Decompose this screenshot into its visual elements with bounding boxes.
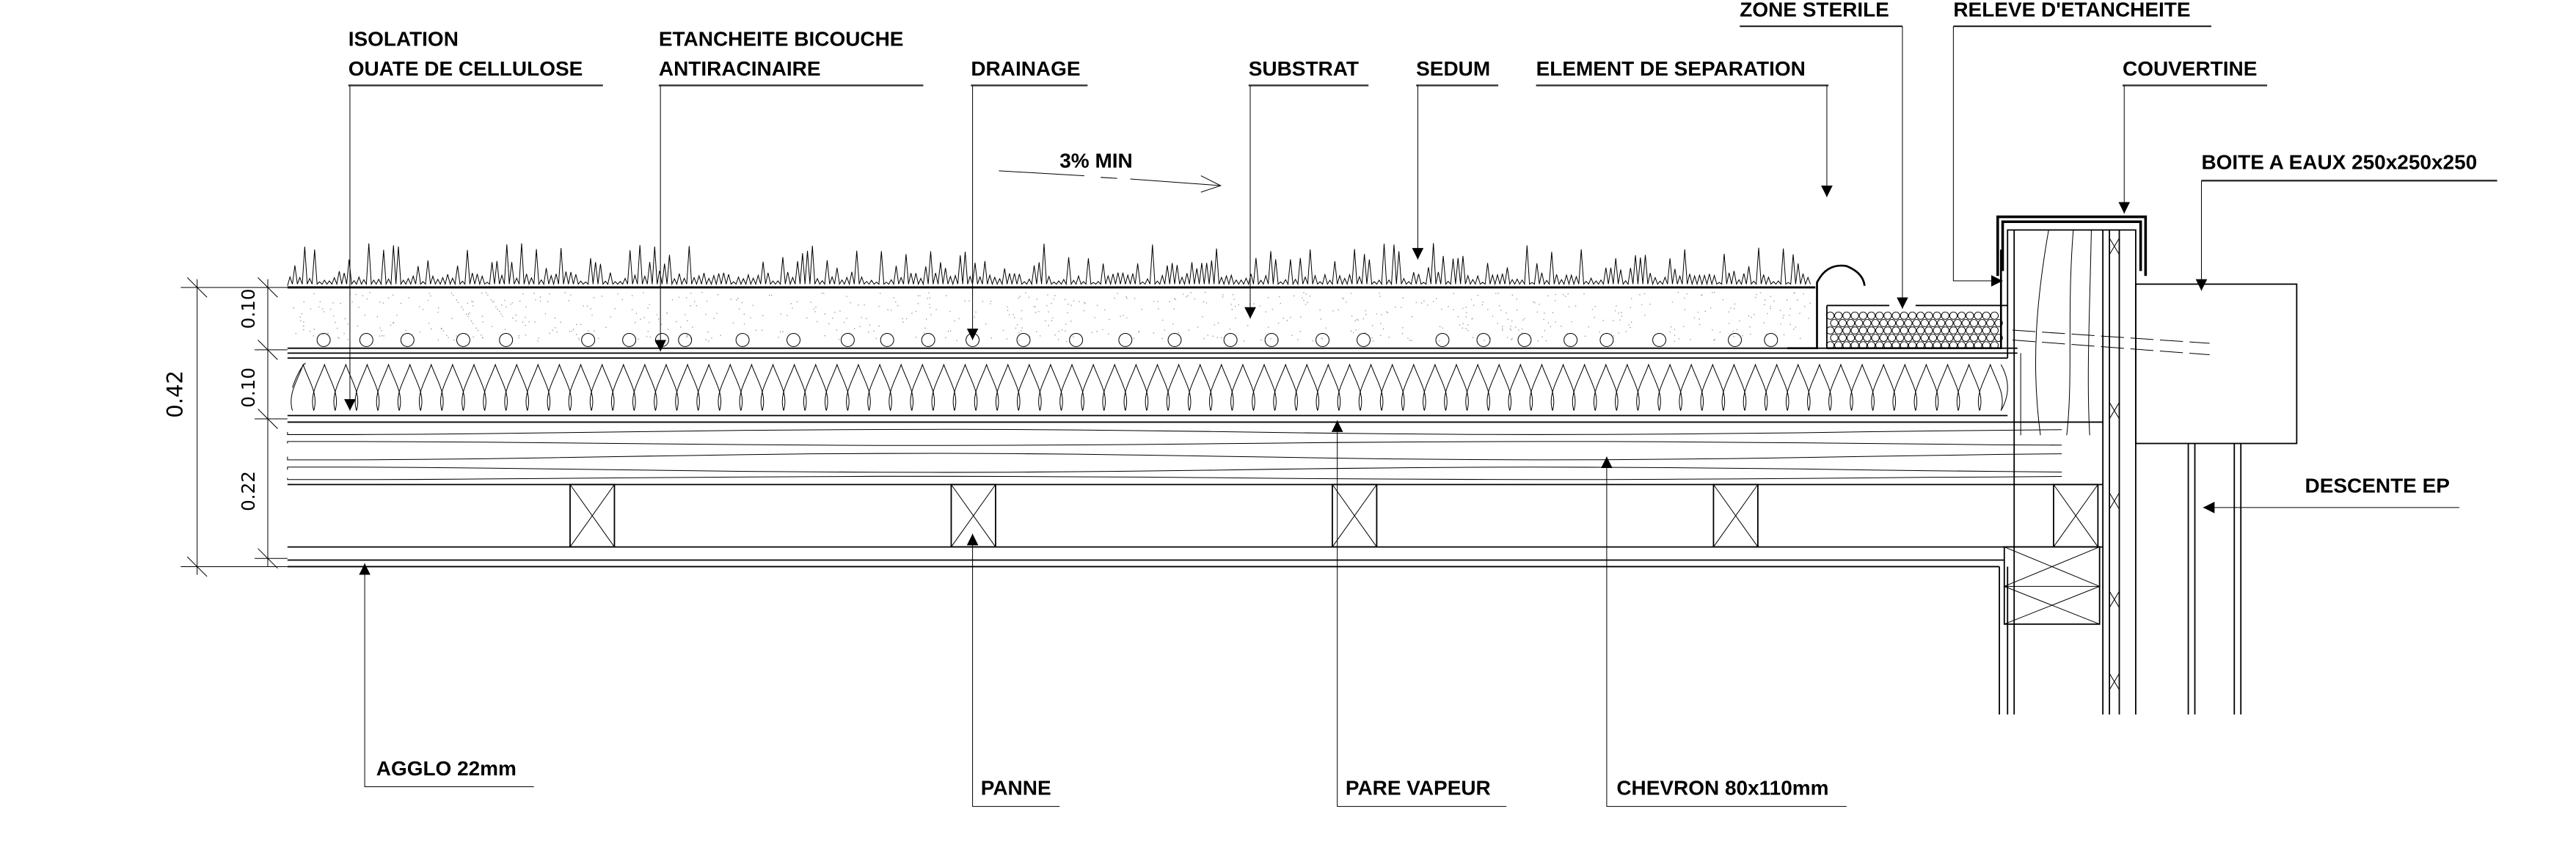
label-isolation: ISOLATION bbox=[349, 28, 459, 51]
coping bbox=[1996, 215, 2148, 277]
label-chipboard: AGGLO 22mm bbox=[376, 757, 517, 780]
drainage-pellet bbox=[1357, 333, 1371, 347]
label-root-resistant: ANTIRACINAIRE bbox=[659, 57, 821, 80]
label-sedum: SEDUM bbox=[1416, 57, 1490, 80]
drainage-pellet bbox=[499, 333, 514, 347]
drainage-pellet bbox=[1517, 333, 1532, 347]
label-isolation-material: OUATE DE CELLULOSE bbox=[349, 57, 583, 80]
callout-pare-vapeur: PARE VAPEUR bbox=[1331, 420, 1507, 807]
drainage-pellet bbox=[1435, 333, 1450, 347]
sterile-zone-gravel bbox=[1825, 304, 2008, 349]
drainage-pellet bbox=[678, 333, 693, 347]
label-vapour-barrier: PARE VAPEUR bbox=[1346, 777, 1491, 800]
callout-agglo: AGGLO 22mm bbox=[359, 563, 534, 787]
drainage-pellet bbox=[1223, 333, 1238, 347]
callout-zone-sterile: ZONE STERILE bbox=[1740, 0, 1908, 309]
parapet-wall bbox=[1999, 229, 2137, 714]
drainage-pellet bbox=[1316, 333, 1329, 347]
drainage-pellet bbox=[581, 333, 596, 347]
drainage-pellet bbox=[735, 333, 750, 347]
drainage-pellet bbox=[787, 333, 800, 347]
callout-sedum: SEDUM bbox=[1412, 57, 1499, 260]
grass-blades bbox=[287, 243, 1811, 286]
callout-releve: RELEVE D'ETANCHEITE bbox=[1952, 0, 2211, 287]
dimension-insulation: 0.10 bbox=[238, 368, 259, 408]
drainage-pellet bbox=[1599, 333, 1614, 347]
drainage-pellet bbox=[456, 333, 470, 347]
drainage-pellet bbox=[1764, 333, 1778, 347]
layer-lines bbox=[287, 286, 2104, 568]
dimension-total: 0.42 bbox=[163, 370, 188, 418]
wood-grain bbox=[287, 467, 2062, 473]
rainwater-box bbox=[2135, 283, 2298, 445]
gravel-pebbles bbox=[1825, 311, 2003, 349]
drainage-pellet bbox=[359, 333, 373, 347]
callout-drainage: DRAINAGE bbox=[966, 57, 1088, 340]
gravel-outline bbox=[1826, 304, 2008, 348]
dimension-structure: 0.22 bbox=[238, 471, 259, 511]
drainage-pellet bbox=[1652, 333, 1667, 347]
callout-etancheite: ETANCHEITE BICOUCHE ANTIRACINAIRE bbox=[654, 28, 924, 352]
label-waterproofing: ETANCHEITE BICOUCHE bbox=[659, 28, 904, 51]
label-upstand: RELEVE D'ETANCHEITE bbox=[1953, 0, 2190, 21]
label-substrate: SUBSTRAT bbox=[1249, 57, 1359, 80]
wood-grain bbox=[287, 441, 2062, 446]
callout-panne: PANNE bbox=[966, 533, 1060, 807]
label-sterile-zone: ZONE STERILE bbox=[1740, 0, 1889, 21]
drainage-pellet bbox=[622, 333, 637, 347]
insulation-layer bbox=[291, 362, 2008, 412]
callout-boite: BOITE A EAUX 250x250x250 bbox=[2195, 151, 2497, 291]
drainage-pellet bbox=[880, 333, 894, 347]
callout-separation: ELEMENT DE SEPARATION bbox=[1536, 57, 1833, 197]
drainage-pellet bbox=[654, 333, 669, 347]
drainage-pellet bbox=[1118, 333, 1133, 347]
purlin-cross bbox=[951, 484, 996, 547]
drainage-pellet bbox=[1167, 333, 1182, 347]
substrate-layer bbox=[293, 291, 1811, 343]
purlins bbox=[569, 483, 1759, 548]
cellulose-insulation-hatch bbox=[291, 362, 2003, 411]
slope-label: 3% MIN bbox=[1059, 149, 1132, 172]
label-separation: ELEMENT DE SEPARATION bbox=[1536, 57, 1806, 80]
callout-couvertine: COUVERTINE bbox=[2118, 57, 2268, 214]
drainage-pellet bbox=[840, 333, 855, 347]
separation-element bbox=[1787, 264, 1866, 350]
drainage-pellet bbox=[1264, 333, 1279, 347]
drainage-pellet bbox=[1016, 333, 1031, 347]
label-downpipe: DESCENTE EP bbox=[2305, 475, 2450, 497]
insulation-end bbox=[2000, 364, 2008, 412]
callout-descente: DESCENTE EP bbox=[2203, 475, 2460, 513]
wood-grain bbox=[287, 475, 2062, 480]
overflow-pipe bbox=[2012, 329, 2210, 356]
sedum-grass-layer bbox=[287, 243, 1811, 286]
purlin-cross bbox=[1332, 484, 1377, 547]
dimension-lines: 0.42 0.10 0.10 0.22 bbox=[163, 277, 288, 577]
drainage-pellet bbox=[1476, 333, 1491, 347]
wood-grain bbox=[287, 428, 2062, 435]
label-drainage: DRAINAGE bbox=[971, 57, 1080, 80]
substrate-speckles bbox=[293, 291, 1811, 343]
chevron-layer bbox=[287, 428, 2062, 480]
drainage-pellet bbox=[1564, 333, 1578, 347]
callout-substrat: SUBSTRAT bbox=[1244, 57, 1369, 319]
downpipe bbox=[2187, 443, 2242, 714]
drainage-pellet bbox=[1069, 333, 1084, 347]
purlin-cross bbox=[1713, 484, 1759, 547]
drainage-pellet bbox=[400, 333, 415, 347]
slope-indicator: 3% MIN bbox=[999, 149, 1222, 193]
drainage-pellet bbox=[316, 333, 331, 347]
label-rainwater-box: BOITE A EAUX 250x250x250 bbox=[2201, 151, 2477, 174]
drainage-pellet bbox=[921, 333, 935, 347]
wood-grain bbox=[287, 453, 2062, 461]
drainage-layer bbox=[316, 333, 1778, 347]
drainage-pellet bbox=[1728, 333, 1743, 347]
dimension-substrate: 0.10 bbox=[238, 289, 259, 329]
label-coping: COUVERTINE bbox=[2123, 57, 2257, 80]
callout-isolation: ISOLATION OUATE DE CELLULOSE bbox=[344, 28, 603, 411]
label-rafter: CHEVRON 80x110mm bbox=[1616, 777, 1828, 800]
label-purlin: PANNE bbox=[981, 777, 1051, 800]
callout-chevron: CHEVRON 80x110mm bbox=[1601, 456, 1847, 807]
purlin-cross bbox=[569, 484, 615, 547]
